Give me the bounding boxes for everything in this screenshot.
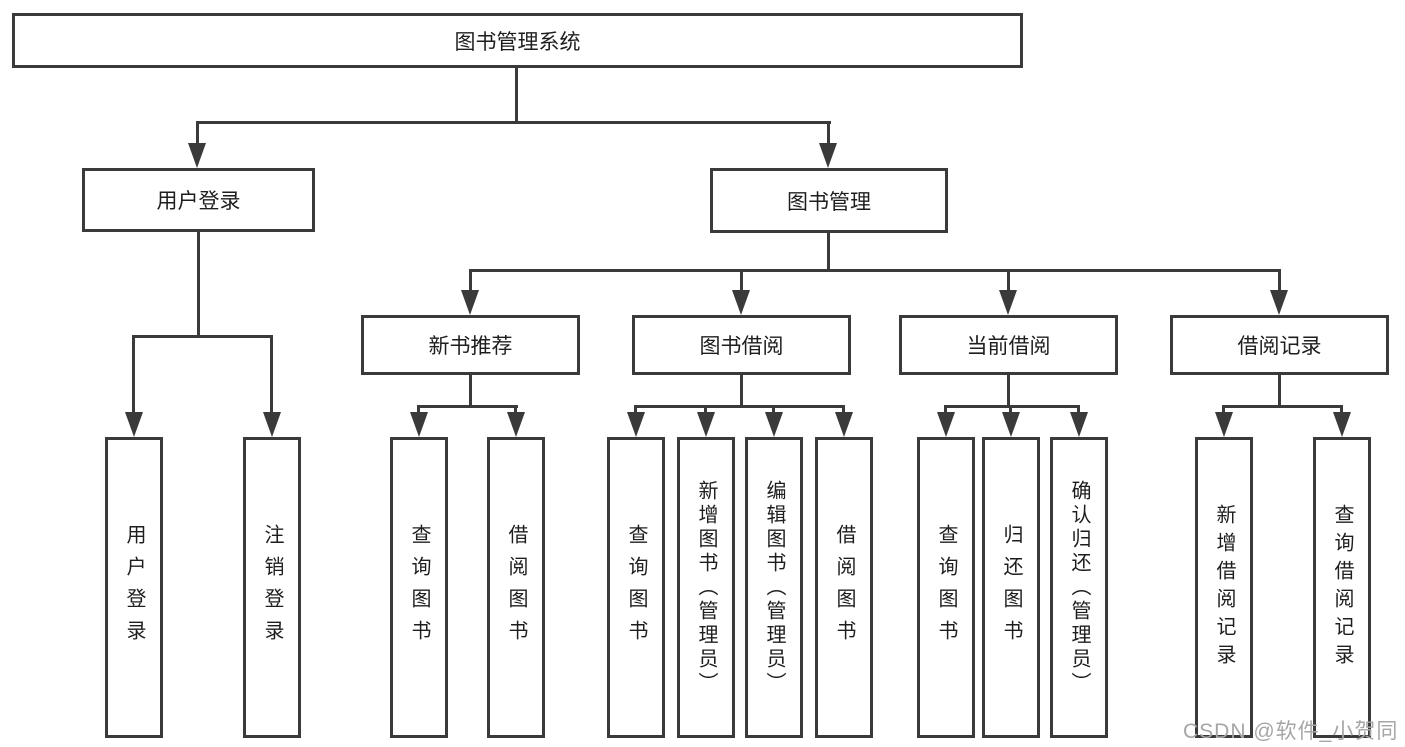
connector-line (1222, 405, 1343, 408)
arrow-down-icon (697, 412, 715, 437)
connector-line (196, 121, 199, 146)
csdn-watermark: CSDN @软件_小贺同学 (1183, 720, 1399, 743)
connector-line (842, 405, 845, 417)
leaf-logout: 注销登录 (243, 437, 301, 738)
connector-line (469, 375, 472, 408)
connector-line (1007, 269, 1010, 292)
connector-line (740, 375, 743, 408)
connector-line (1340, 405, 1343, 417)
connector-line (827, 121, 830, 146)
connector-line (196, 121, 831, 124)
connector-line (944, 405, 1080, 408)
leaf-query-book-2: 查询图书 (607, 437, 665, 738)
connector-line (1077, 405, 1080, 417)
connector-line (634, 405, 845, 408)
arrow-down-icon (410, 412, 428, 437)
connector-line (469, 269, 472, 292)
connector-line (132, 335, 135, 415)
leaf-edit-book-admin: 编辑图书（管理员） (745, 437, 803, 738)
leaf-borrow-book-2: 借阅图书 (815, 437, 873, 738)
connector-line (515, 68, 518, 123)
connector-line (1007, 375, 1010, 408)
leaf-add-book-admin: 新增图书（管理员） (677, 437, 735, 738)
connector-line (1222, 405, 1225, 417)
connector-line (270, 335, 273, 415)
arrow-down-icon (1215, 412, 1233, 437)
arrow-down-icon (1002, 412, 1020, 437)
connector-line (469, 269, 1281, 272)
leaf-confirm-return-admin: 确认归还（管理员） (1050, 437, 1108, 738)
node-new-book-recommend: 新书推荐 (361, 315, 580, 375)
node-book-borrow: 图书借阅 (632, 315, 851, 375)
arrow-down-icon (835, 412, 853, 437)
leaf-query-borrow-record: 查询借阅记录 (1313, 437, 1371, 738)
connector-line (1278, 269, 1281, 292)
node-current-borrow: 当前借阅 (899, 315, 1118, 375)
connector-line (740, 269, 743, 292)
node-user-login: 用户登录 (82, 168, 315, 232)
connector-line (417, 405, 518, 408)
connector-line (197, 232, 200, 338)
arrow-down-icon (765, 412, 783, 437)
connector-line (1278, 375, 1281, 408)
connector-line (514, 405, 517, 417)
arrow-down-icon (937, 412, 955, 437)
arrow-down-icon (507, 412, 525, 437)
arrow-down-icon (1333, 412, 1351, 437)
connector-line (132, 335, 273, 338)
leaf-query-book-3: 查询图书 (917, 437, 975, 738)
arrow-down-icon (188, 143, 206, 168)
arrow-down-icon (732, 290, 750, 315)
connector-line (704, 405, 707, 417)
arrow-down-icon (999, 290, 1017, 315)
leaf-borrow-book-1: 借阅图书 (487, 437, 545, 738)
node-root: 图书管理系统 (12, 13, 1023, 68)
connector-line (944, 405, 947, 417)
arrow-down-icon (627, 412, 645, 437)
connector-line (417, 405, 420, 417)
connector-line (1009, 405, 1012, 417)
leaf-add-borrow-record: 新增借阅记录 (1195, 437, 1253, 738)
arrow-down-icon (125, 412, 143, 437)
arrow-down-icon (1270, 290, 1288, 315)
arrow-down-icon (461, 290, 479, 315)
arrow-down-icon (819, 143, 837, 168)
arrow-down-icon (1070, 412, 1088, 437)
node-book-management: 图书管理 (710, 168, 948, 233)
leaf-return-book: 归还图书 (982, 437, 1040, 738)
connector-line (827, 233, 830, 272)
leaf-user-login: 用户登录 (105, 437, 163, 738)
arrow-down-icon (263, 412, 281, 437)
connector-line (634, 405, 637, 417)
leaf-query-book-1: 查询图书 (390, 437, 448, 738)
node-borrow-record: 借阅记录 (1170, 315, 1389, 375)
connector-line (772, 405, 775, 417)
